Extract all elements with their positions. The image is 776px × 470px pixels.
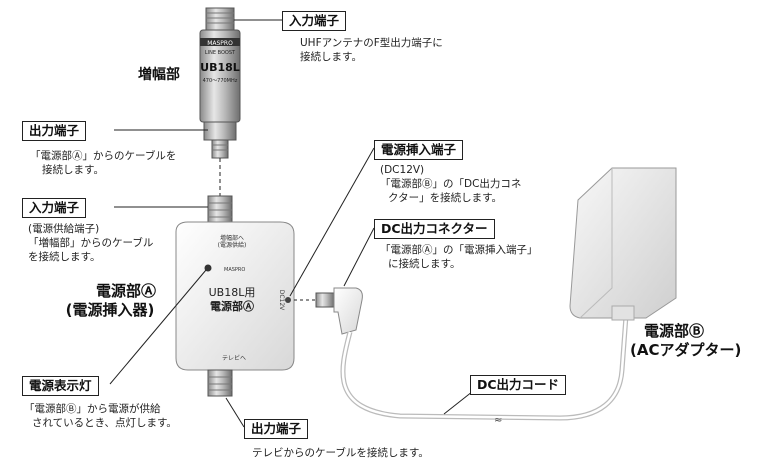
inserter-port-bottom-text: テレビへ	[222, 354, 246, 362]
inserter-body-text-1: UB18L用	[209, 286, 256, 299]
inserter-body-text-2: 電源部Ⓐ	[210, 299, 254, 313]
amp-input-desc: UHFアンテナのF型出力端子に 接続します。	[300, 36, 443, 64]
dc-cord-label: DC出力コード	[470, 375, 567, 395]
amp-freq-text: 470〜770MHz	[203, 78, 238, 84]
amp-model-text: UB18L	[200, 61, 240, 74]
power-unit-a-name-line-1: 電源部Ⓐ	[96, 282, 157, 300]
power-lamp-desc-line-1: 「電源部Ⓑ」から電源が供給	[24, 403, 161, 415]
amp-input-desc-line-2: 接続します。	[300, 51, 362, 63]
dc-connector-desc: 「電源部Ⓐ」の「電源挿入端子」 に接続します。	[380, 243, 538, 271]
power-unit-b-name: 電源部Ⓑ (ACアダプター)	[630, 322, 741, 360]
amp-output-desc: 「電源部Ⓐ」からのケーブルを 接続します。	[30, 149, 176, 177]
amp-brand-text: MASPRO	[207, 40, 233, 47]
inserter-port-top-text-2: (電源供給)	[218, 241, 247, 249]
dc-connector-label: DC出力コネクター	[374, 219, 495, 239]
amplifier-device: MASPRO LINE BOOST UB18L 470〜770MHz	[199, 7, 241, 159]
inserter-input-desc-line-2: 「増幅部」からのケーブル	[28, 237, 154, 249]
power-insert-desc-line-2: 「電源部Ⓑ」の「DC出力コネ	[380, 178, 522, 190]
inserter-input-desc-line-3: を接続します。	[28, 251, 101, 263]
power-unit-a-device: 増幅部へ (電源供給) MASPRO UB18L用 電源部Ⓐ DC12V テレビ…	[175, 195, 295, 397]
power-unit-b-name-line-1: 電源部Ⓑ	[644, 322, 705, 340]
power-insert-terminal-desc: (DC12V) 「電源部Ⓑ」の「DC出力コネ クター」を接続します。	[380, 163, 521, 205]
dc-connector-desc-line-2: に接続します。	[388, 258, 461, 270]
power-unit-b-name-line-2: (ACアダプター)	[630, 341, 742, 359]
svg-text:≈: ≈	[494, 415, 502, 426]
inserter-input-label: 入力端子	[22, 198, 87, 218]
amp-input-label: 入力端子	[282, 11, 347, 31]
output-terminal-label: 出力端子	[244, 419, 309, 439]
power-lamp-label: 電源表示灯	[22, 376, 99, 396]
power-lamp-desc: 「電源部Ⓑ」から電源が供給 されているとき、点灯します。	[24, 402, 177, 430]
power-insert-desc-line-1: (DC12V)	[380, 164, 425, 176]
dc-connector-desc-line-1: 「電源部Ⓐ」の「電源挿入端子」	[380, 244, 538, 256]
dc-plug	[294, 287, 363, 335]
leader-dc-connector	[343, 227, 375, 287]
leader-power-insert	[289, 147, 375, 297]
inserter-input-desc-line-1: (電源供給端子)	[28, 223, 100, 235]
output-terminal-desc: テレビからのケーブルを接続します。	[252, 447, 429, 459]
amp-output-label: 出力端子	[22, 121, 87, 141]
leader-power-lamp	[109, 269, 207, 385]
dc-cord-line	[340, 315, 629, 421]
leader-output-terminal	[225, 397, 245, 428]
amp-output-desc-line-1: 「電源部Ⓐ」からのケーブルを	[30, 150, 177, 162]
amplifier-name: 増幅部	[138, 67, 180, 83]
inserter-brand-text: MASPRO	[224, 267, 245, 273]
amp-band-text: LINE BOOST	[205, 50, 236, 56]
ac-adapter-device	[569, 167, 677, 321]
power-lamp-led	[204, 264, 212, 272]
inserter-side-text: DC12V	[278, 290, 285, 311]
power-insert-terminal-label: 電源挿入端子	[374, 140, 464, 160]
power-insert-desc-line-3: クター」を接続します。	[388, 192, 503, 204]
power-unit-a-name: 電源部Ⓐ (電源挿入器)	[64, 282, 156, 320]
power-insert-jack	[285, 297, 291, 303]
inserter-input-desc: (電源供給端子) 「増幅部」からのケーブル を接続します。	[28, 222, 153, 264]
amp-input-desc-line-1: UHFアンテナのF型出力端子に	[300, 37, 443, 49]
power-unit-a-name-line-2: (電源挿入器)	[65, 301, 155, 319]
inserter-port-top-text: 増幅部へ	[220, 234, 244, 242]
power-lamp-desc-line-2: されているとき、点灯します。	[32, 417, 177, 429]
amp-output-desc-line-2: 接続します。	[42, 164, 104, 176]
